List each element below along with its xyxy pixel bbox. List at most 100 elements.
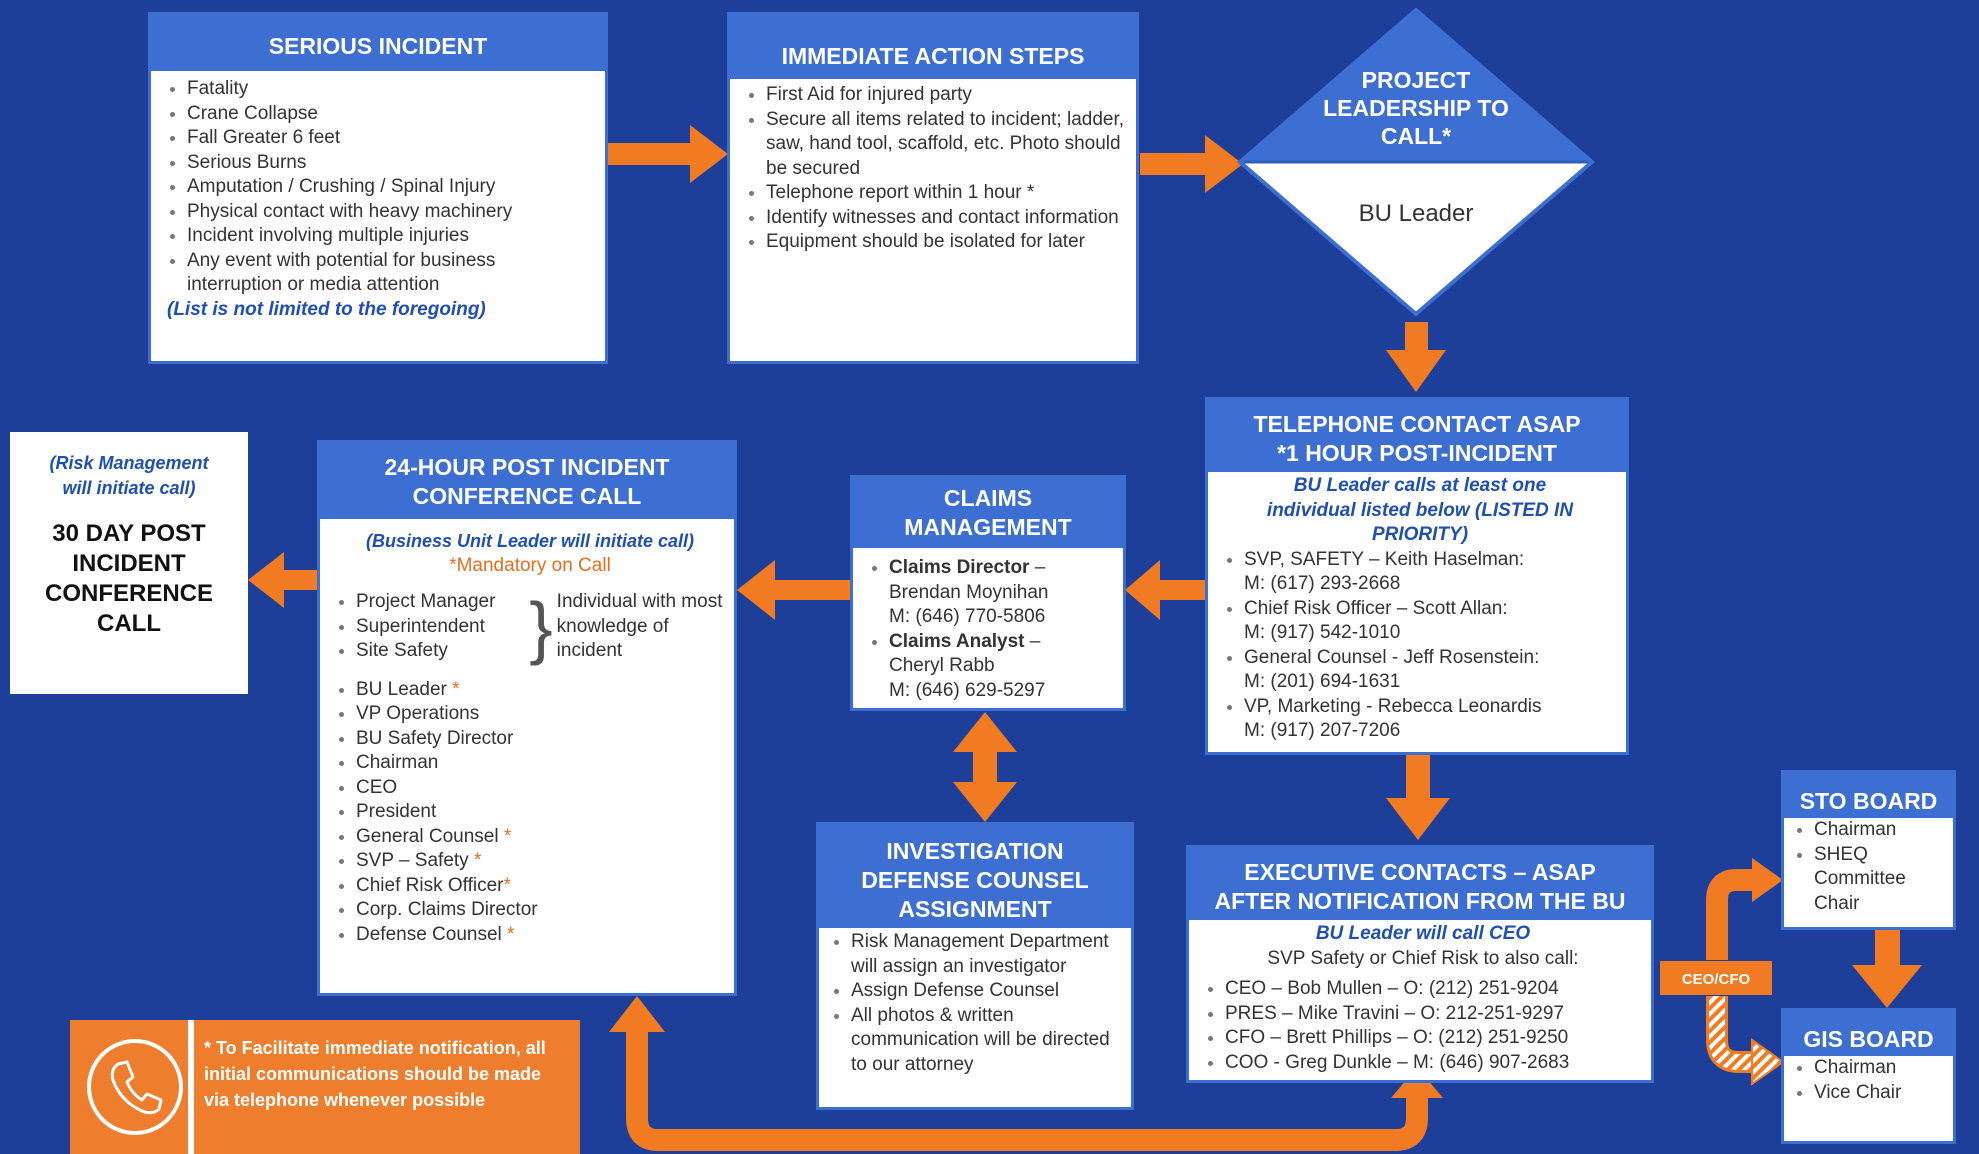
conference-group-list: Project Manager Superintendent Site Safe…	[336, 590, 525, 664]
list-item: CFO – Brett Phillips – O: (212) 251-9250	[1225, 1026, 1641, 1051]
arrow-telephone-to-executive	[1386, 752, 1450, 840]
conference-24h-note: (Business Unit Leader will initiate call…	[365, 531, 695, 551]
phone-icon	[87, 1039, 183, 1135]
list-item: SVP – Safety *	[356, 849, 724, 874]
conference-24h-mandatory: *Mandatory on Call	[449, 554, 611, 576]
list-item: Site Safety	[356, 639, 525, 664]
phone-note-text: * To Facilitate immediate notification, …	[204, 1038, 546, 1110]
list-item: BU Leader *	[356, 678, 724, 703]
list-item: Incident involving multiple injuries	[187, 224, 595, 249]
list-item: Chief Risk Officer*	[356, 874, 724, 899]
telephone-contact-box: TELEPHONE CONTACT ASAP *1 HOUR POST-INCI…	[1205, 397, 1629, 755]
list-item: Serious Burns	[187, 151, 595, 176]
list-item: Vice Chair	[1814, 1081, 1947, 1106]
list-item: Equipment should be isolated for later	[766, 230, 1126, 255]
arrow-exec-to-sto	[1706, 869, 1752, 960]
phone-note-divider	[188, 1020, 194, 1154]
sto-board-list: Chairman SHEQ Committee Chair	[1794, 818, 1947, 916]
list-item: First Aid for injured party	[766, 83, 1126, 108]
ceo-cfo-label-bg	[1660, 961, 1772, 995]
list-item: Fatality	[187, 77, 595, 102]
serious-incident-title: SERIOUS INCIDENT	[151, 15, 605, 71]
list-item: Chairman	[1814, 818, 1947, 843]
contact-item: Chief Risk Officer – Scott Allan:M: (917…	[1244, 597, 1616, 646]
serious-incident-list: Fatality Crane Collapse Fall Greater 6 f…	[167, 77, 595, 298]
group-brace: }	[529, 587, 553, 666]
immediate-action-title: IMMEDIATE ACTION STEPS	[730, 15, 1136, 79]
list-item: SHEQ Committee Chair	[1814, 843, 1947, 917]
list-item: All photos & written communication will …	[851, 1004, 1121, 1078]
immediate-action-list: First Aid for injured party Secure all i…	[746, 83, 1126, 255]
executive-subnote: SVP Safety or Chief Risk to also call:	[1267, 947, 1579, 969]
list-item: Project Manager	[356, 590, 525, 615]
gis-board-list: Chairman Vice Chair	[1794, 1056, 1947, 1105]
list-item: CEO	[356, 776, 724, 801]
list-item: Identify witnesses and contact informati…	[766, 206, 1126, 231]
list-item: Amputation / Crushing / Spinal Injury	[187, 175, 595, 200]
day30-note: (Risk Management will initiate call)	[49, 453, 209, 498]
list-item: VP Operations	[356, 702, 724, 727]
sto-board-title: STO BOARD	[1784, 773, 1953, 818]
claims-management-box: CLAIMS MANAGEMENT Claims Director –Brend…	[850, 475, 1126, 711]
arrow-immediate-to-diamond	[1140, 135, 1243, 193]
list-item: Chairman	[1814, 1056, 1947, 1081]
investigation-title: INVESTIGATION DEFENSE COUNSEL ASSIGNMENT	[819, 825, 1131, 928]
arrow-executive-to-24h-loop	[626, 1030, 1428, 1151]
telephone-contact-note: BU Leader calls at least one individual …	[1266, 475, 1574, 545]
executive-contacts-title: EXECUTIVE CONTACTS – ASAP AFTER NOTIFICA…	[1189, 848, 1651, 920]
list-item: Telephone report within 1 hour *	[766, 181, 1126, 206]
list-item: Fall Greater 6 feet	[187, 126, 595, 151]
phone-note-box: * To Facilitate immediate notification, …	[70, 1020, 580, 1154]
arrow-diamond-to-telephone	[1386, 322, 1446, 392]
conference-attendee-list: BU Leader * VP Operations BU Safety Dire…	[336, 678, 724, 948]
list-item: Corp. Claims Director	[356, 898, 724, 923]
list-item: Superintendent	[356, 615, 525, 640]
ceo-cfo-label: CEO/CFO	[1682, 971, 1751, 988]
list-item: Any event with potential for business in…	[187, 249, 595, 298]
telephone-contact-title: TELEPHONE CONTACT ASAP	[1253, 411, 1581, 437]
executive-contacts-box: EXECUTIVE CONTACTS – ASAP AFTER NOTIFICA…	[1186, 845, 1654, 1083]
contact-item: SVP, SAFETY – Keith Haselman:M: (617) 29…	[1244, 548, 1616, 597]
telephone-contact-list: SVP, SAFETY – Keith Haselman:M: (617) 29…	[1224, 548, 1616, 744]
list-item: CEO – Bob Mullen – O: (212) 251-9204	[1225, 977, 1641, 1002]
arrow-claims-to-24h	[737, 560, 850, 620]
conference-24h-title: 24-HOUR POST INCIDENT CONFERENCE CALL	[320, 443, 734, 519]
list-item: Physical contact with heavy machinery	[187, 200, 595, 225]
arrow-telephone-to-claims	[1125, 560, 1206, 620]
serious-incident-note: (List is not limited to the foregoing)	[167, 298, 486, 320]
executive-note: BU Leader will call CEO	[1315, 923, 1531, 944]
contact-item: General Counsel - Jeff Rosenstein:M: (20…	[1244, 646, 1616, 695]
list-item: Secure all items related to incident; la…	[766, 108, 1126, 182]
project-leadership-role: BU Leader	[1358, 200, 1474, 227]
executive-list: CEO – Bob Mullen – O: (212) 251-9204 PRE…	[1205, 977, 1641, 1075]
arrow-serious-to-immediate	[607, 125, 728, 183]
investigation-box: INVESTIGATION DEFENSE COUNSEL ASSIGNMENT…	[816, 822, 1134, 1110]
list-item: BU Safety Director	[356, 727, 724, 752]
list-item: COO - Greg Dunkle – M: (646) 907-2683	[1225, 1051, 1641, 1076]
telephone-contact-subtitle: *1 HOUR POST-INCIDENT	[1277, 440, 1557, 466]
list-item: Risk Management Department will assign a…	[851, 930, 1121, 979]
day30-box: (Risk Management will initiate call) 30 …	[10, 432, 248, 694]
sto-board-box: STO BOARD Chairman SHEQ Committee Chair	[1781, 770, 1956, 930]
list-item: President	[356, 800, 724, 825]
list-item: General Counsel *	[356, 825, 724, 850]
list-item: Defense Counsel *	[356, 923, 724, 948]
serious-incident-box: SERIOUS INCIDENT Fatality Crane Collapse…	[148, 12, 608, 364]
investigation-list: Risk Management Department will assign a…	[831, 930, 1121, 1077]
gis-board-title: GIS BOARD	[1784, 1011, 1953, 1056]
day30-title: 30 DAY POST INCIDENT CONFERENCE CALL	[44, 520, 213, 637]
arrow-claims-investigation	[953, 712, 1017, 822]
gis-board-box: GIS BOARD Chairman Vice Chair	[1781, 1008, 1956, 1144]
project-leadership-title: PROJECT LEADERSHIP TO CALL*	[1323, 67, 1509, 149]
claims-management-title: CLAIMS MANAGEMENT	[853, 478, 1123, 548]
list-item: Chairman	[356, 751, 724, 776]
conference-24h-box: 24-HOUR POST INCIDENT CONFERENCE CALL (B…	[317, 440, 737, 996]
list-item: PRES – Mike Travini – O: 212-251-9297	[1225, 1002, 1641, 1027]
immediate-action-box: IMMEDIATE ACTION STEPS First Aid for inj…	[727, 12, 1139, 364]
list-item: Crane Collapse	[187, 102, 595, 127]
